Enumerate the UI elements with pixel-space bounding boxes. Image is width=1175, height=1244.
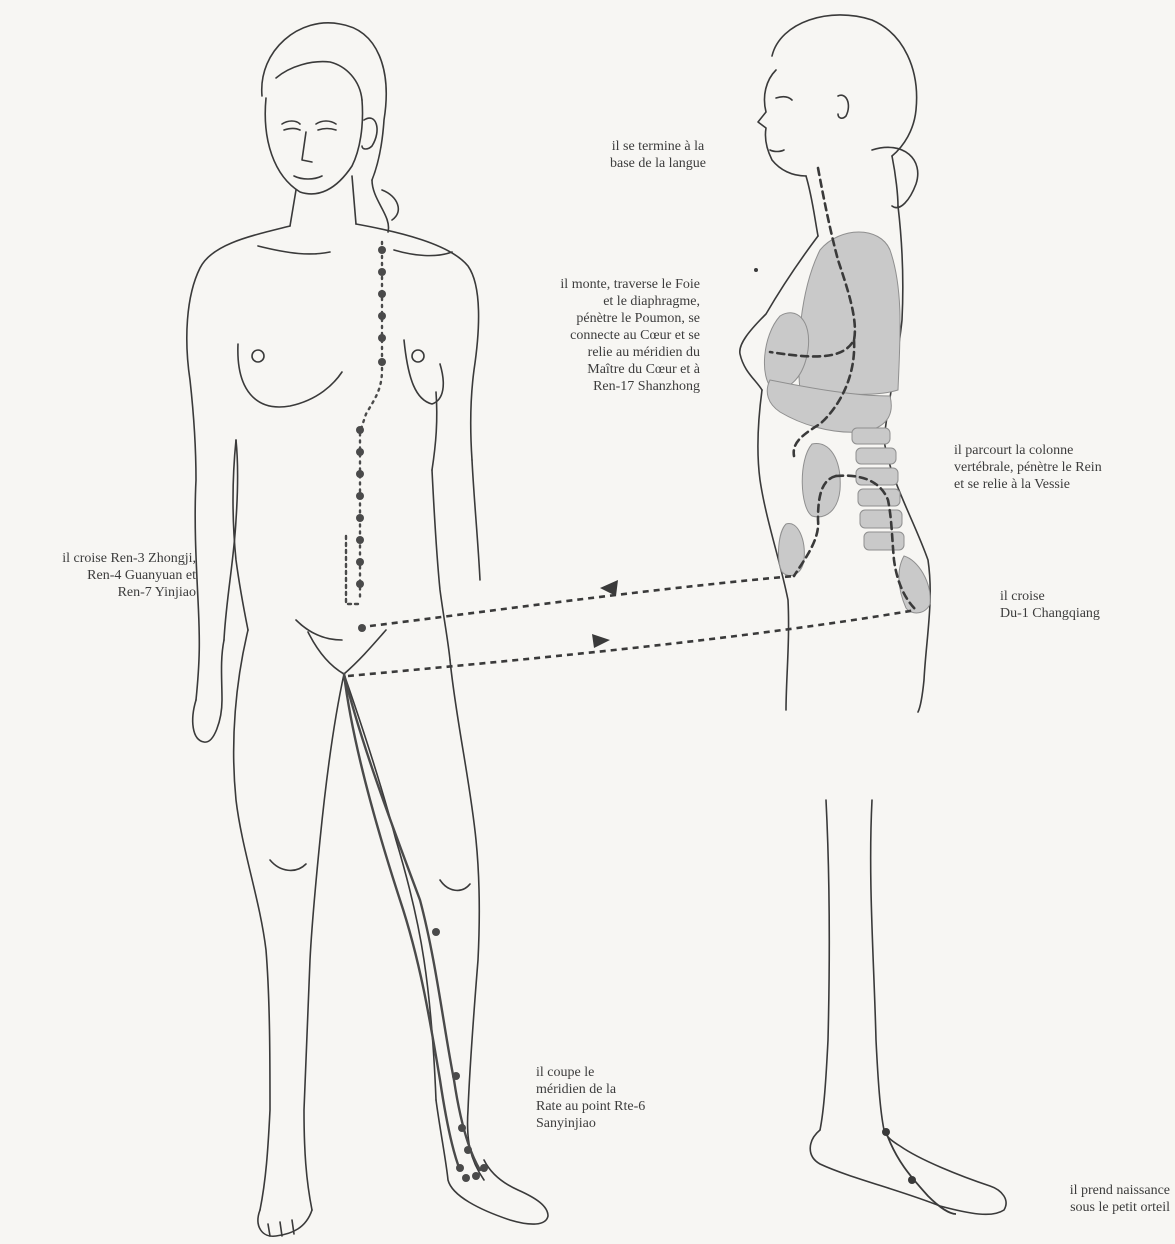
side-figure xyxy=(740,15,1006,1214)
front-breast-left xyxy=(238,344,342,407)
arrowheads xyxy=(592,580,618,648)
arrow-right-icon xyxy=(592,634,610,648)
kidney xyxy=(802,443,840,516)
connector-arrows xyxy=(348,576,916,676)
front-figure xyxy=(187,23,548,1236)
front-right-foot xyxy=(436,1100,548,1224)
arrow-left-icon xyxy=(600,580,618,596)
annotation-spleen: il coupe le méridien de la Rate au point… xyxy=(536,1064,706,1132)
spine xyxy=(852,428,930,613)
front-right-arm xyxy=(356,224,479,460)
front-left-leg xyxy=(234,630,270,1210)
connector-upper xyxy=(370,576,794,626)
front-left-arm xyxy=(187,226,290,700)
annotation-liver: il monte, traverse le Foie et le diaphra… xyxy=(480,276,700,395)
connector-lower xyxy=(348,610,916,676)
annotation-spine: il parcourt la colonne vertébrale, pénèt… xyxy=(954,442,1164,493)
annotation-du: il croise Du-1 Changqiang xyxy=(1000,588,1170,622)
front-face xyxy=(265,98,362,194)
front-left-foot xyxy=(258,1210,312,1236)
annotation-origin: il prend naissance sous le petit orteil xyxy=(1010,1182,1170,1216)
lung xyxy=(799,232,900,395)
annotation-ren: il croise Ren-3 Zhongji, Ren-4 Guanyuan … xyxy=(4,550,196,601)
annotation-tongue: il se termine à la base de la langue xyxy=(578,138,738,172)
front-hair xyxy=(262,23,386,180)
front-meridian-points xyxy=(356,246,488,1182)
